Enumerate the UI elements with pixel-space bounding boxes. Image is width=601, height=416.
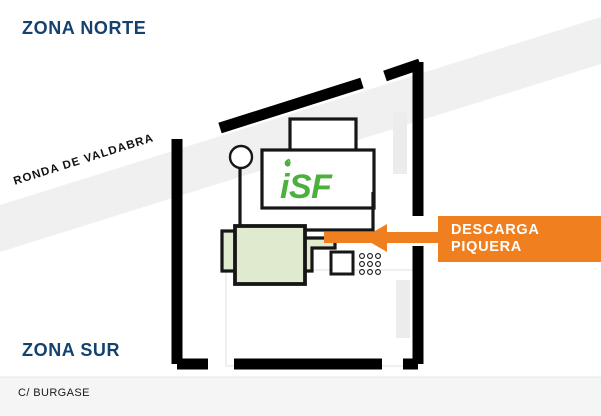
descarga-piquera-callout: DESCARGA PIQUERA bbox=[438, 216, 601, 262]
loading-dock-square bbox=[329, 250, 355, 276]
isf-logo: iSF bbox=[276, 157, 342, 206]
isf-building-block bbox=[260, 117, 376, 210]
callout-line-1: DESCARGA bbox=[451, 222, 540, 238]
descarga-arrow-icon bbox=[324, 224, 440, 252]
green-building-block bbox=[220, 224, 337, 286]
leaf-sprout-icon bbox=[284, 158, 291, 167]
zone-label-north: ZONA NORTE bbox=[22, 18, 147, 38]
dot-grid-marker bbox=[359, 253, 381, 275]
entrance-circle bbox=[228, 144, 254, 170]
street-label-burgase: C/ BURGASE bbox=[18, 387, 90, 399]
isf-logo-text: iSF bbox=[280, 168, 333, 205]
parking-strip-lower bbox=[396, 280, 410, 338]
perimeter-wall bbox=[171, 58, 424, 370]
zone-label-south: ZONA SUR bbox=[22, 340, 121, 360]
parking-strip-upper bbox=[393, 112, 407, 174]
road-band-burgase bbox=[0, 377, 601, 416]
callout-line-2: PIQUERA bbox=[451, 239, 522, 255]
